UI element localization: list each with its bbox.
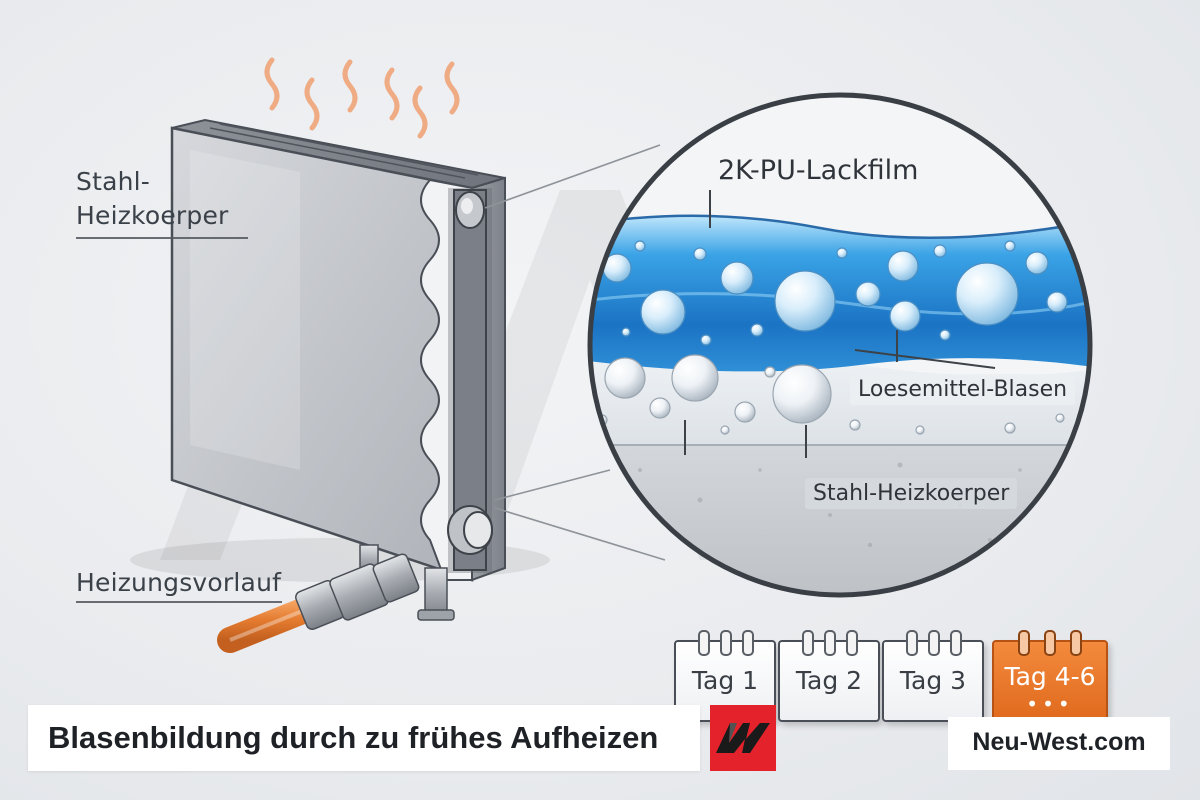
calendar-day-2: Tag 2 — [778, 640, 880, 722]
calendar-day-label: Tag 2 — [780, 666, 878, 695]
label-paint-film: 2K-PU-Lackfilm — [718, 155, 918, 186]
page-title: Blasenbildung durch zu frühes Aufheizen — [48, 720, 658, 756]
calendar-day-label: Tag 1 — [676, 666, 774, 695]
brand-logo — [710, 705, 776, 771]
calendar-dots: ••• — [994, 694, 1106, 714]
heat-waves-icon — [267, 60, 457, 136]
title-banner: Blasenbildung durch zu frühes Aufheizen — [28, 705, 700, 771]
calendar-day-4-6: Tag 4-6 ••• — [992, 640, 1108, 722]
calendar-day-label: Tag 4-6 — [994, 662, 1106, 691]
calendar-day-label: Tag 3 — [884, 666, 982, 695]
site-name[interactable]: Neu-West.com — [948, 728, 1170, 757]
label-heating-flow: Heizungsvorlauf — [76, 566, 281, 600]
site-banner: Neu-West.com — [948, 717, 1170, 770]
nw-logo-icon — [710, 705, 776, 771]
label-solvent-bubbles: Loesemittel-Blasen — [850, 374, 1075, 405]
label-steel-substrate: Stahl-Heizkoerper — [805, 478, 1017, 509]
label-steel-radiator: Stahl-Heizkoerper — [76, 165, 229, 233]
calendar-day-3: Tag 3 — [882, 640, 984, 722]
